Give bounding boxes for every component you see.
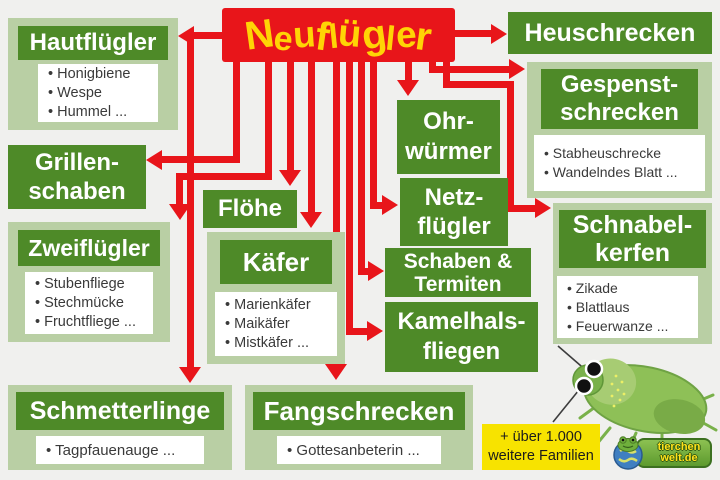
node-gespenstschrecken: Gespenst- schrecken Stabheuschrecke Wand… bbox=[527, 62, 712, 198]
arrowhead-schaben bbox=[368, 261, 384, 281]
arrowhead-zweifluegler bbox=[169, 204, 191, 220]
arrow-to-netzfluegler-h bbox=[377, 202, 384, 209]
node-heuschrecken: Heuschrecken bbox=[508, 12, 712, 54]
node-schmetterlinge-examples: Tagpfauenauge ... bbox=[36, 436, 204, 464]
node-hautfluegler-examples: Honigbiene Wespe Hummel ... bbox=[38, 64, 158, 122]
node-fangschrecken: Fangschrecken Gottesanbeterin ... bbox=[245, 385, 473, 470]
example-item: Stechmücke bbox=[35, 294, 153, 313]
node-schmetterlinge: Schmetterlinge Tagpfauenauge ... bbox=[8, 385, 232, 470]
arrow-to-zweifluegler-h bbox=[176, 173, 272, 180]
example-item: Wespe bbox=[48, 84, 158, 103]
note-line2: weitere Familien bbox=[488, 448, 594, 464]
arrow-to-schmetterlinge bbox=[187, 37, 194, 368]
title-letter: r bbox=[412, 14, 435, 60]
node-fangschrecken-label: Fangschrecken bbox=[253, 392, 465, 430]
arrowhead-kaefer bbox=[300, 212, 322, 228]
node-schmetterlinge-label: Schmetterlinge bbox=[16, 392, 224, 430]
arrow-to-gespenst-v bbox=[429, 60, 436, 70]
node-floehe: Flöhe bbox=[203, 190, 297, 228]
node-kaefer-label: Käfer bbox=[220, 240, 332, 284]
site-logo-plate: tierchen welt.de bbox=[636, 438, 712, 468]
arrow-to-floehe bbox=[287, 60, 294, 170]
arrowhead-floehe bbox=[279, 170, 301, 186]
example-item: Tagpfauenauge ... bbox=[46, 441, 204, 460]
example-item: Blattlaus bbox=[567, 298, 698, 317]
example-item: Maikäfer bbox=[225, 315, 337, 334]
arrow-to-schnabel-v1 bbox=[443, 60, 450, 85]
arrowhead-schmetterlinge bbox=[179, 367, 201, 383]
node-zweifluegler-label: Zweiflügler bbox=[18, 230, 160, 266]
node-gespenstschrecken-examples: Stabheuschrecke Wandelndes Blatt ... bbox=[534, 135, 705, 191]
node-schnabelkerfen: Schnabel- kerfen Zikade Blattlaus Feuerw… bbox=[553, 203, 712, 344]
arrow-to-zweifluegler-v1 bbox=[265, 60, 272, 180]
node-ohrwuermer: Ohr- würmer bbox=[397, 100, 500, 174]
example-item: Stabheuschrecke bbox=[544, 144, 705, 163]
arrow-to-gespenst-h bbox=[429, 66, 511, 73]
node-gespenstschrecken-label: Gespenst- schrecken bbox=[541, 69, 698, 129]
arrow-to-grillenschaben-h bbox=[162, 156, 240, 163]
node-schnabelkerfen-label: Schnabel- kerfen bbox=[559, 210, 706, 268]
site-logo: tierchen welt.de bbox=[610, 433, 714, 471]
arrowhead-gespenst bbox=[509, 59, 525, 79]
arrow-to-hautfluegler bbox=[194, 32, 227, 39]
node-hautfluegler-label: Hautflügler bbox=[18, 26, 168, 60]
arrowhead-heuschrecken bbox=[491, 24, 507, 44]
node-zweifluegler: Zweiflügler Stubenfliege Stechmücke Fruc… bbox=[8, 222, 170, 342]
arrowhead-grillenschaben bbox=[146, 150, 162, 170]
example-item: Stubenfliege bbox=[35, 275, 153, 294]
diagram-title-text: Neuflügler bbox=[242, 11, 435, 60]
arrowhead-schnabel bbox=[535, 198, 551, 218]
example-item: Mistkäfer ... bbox=[225, 334, 337, 353]
arrowhead-fangschrecken bbox=[325, 364, 347, 380]
arrow-to-kamelhals-h bbox=[353, 328, 369, 335]
diagram-title: Neuflügler bbox=[222, 8, 455, 62]
arrow-to-schnabel-v2 bbox=[507, 81, 514, 208]
insect-illustration bbox=[552, 345, 718, 449]
example-item: Marienkäfer bbox=[225, 296, 337, 315]
site-logo-line2: welt.de bbox=[660, 452, 698, 464]
frog-globe-icon bbox=[613, 436, 643, 470]
node-netzfluegler: Netz- flügler bbox=[400, 178, 508, 246]
arrowhead-kamelhals bbox=[367, 321, 383, 341]
note-more-families: + über 1.000 weitere Familien bbox=[482, 424, 600, 470]
arrow-to-kamelhals-v bbox=[346, 60, 353, 335]
node-hautfluegler: Hautflügler Honigbiene Wespe Hummel ... bbox=[8, 18, 178, 130]
node-schaben-termiten: Schaben & Termiten bbox=[385, 248, 531, 297]
arrowhead-ohrwuermer bbox=[397, 80, 419, 96]
arrow-to-heuschrecken bbox=[455, 30, 493, 37]
example-item: Gottesanbeterin ... bbox=[287, 441, 441, 460]
node-fangschrecken-examples: Gottesanbeterin ... bbox=[277, 436, 441, 464]
node-zweifluegler-examples: Stubenfliege Stechmücke Fruchtfliege ... bbox=[25, 272, 153, 334]
arrow-to-ohrwuermer bbox=[405, 60, 412, 80]
arrow-to-netzfluegler-v bbox=[370, 60, 377, 209]
example-item: Zikade bbox=[567, 279, 698, 298]
example-item: Feuerwanze ... bbox=[567, 317, 698, 336]
title-letter: e bbox=[272, 19, 295, 59]
arrow-to-schnabel-h2 bbox=[507, 205, 538, 212]
node-kaefer: Käfer Marienkäfer Maikäfer Mistkäfer ... bbox=[207, 232, 345, 364]
arrow-to-schaben-v bbox=[358, 60, 365, 275]
node-kamelhalsfliegen: Kamelhals- fliegen bbox=[385, 302, 538, 372]
arrow-to-grillenschaben-v bbox=[233, 60, 240, 163]
site-logo-line1: tierchen bbox=[657, 441, 701, 453]
example-item: Fruchtfliege ... bbox=[35, 313, 153, 332]
arrow-to-kaefer bbox=[308, 60, 315, 212]
example-item: Hummel ... bbox=[48, 103, 158, 122]
arrow-to-fangschrecken bbox=[333, 60, 340, 364]
node-kaefer-examples: Marienkäfer Maikäfer Mistkäfer ... bbox=[215, 292, 337, 356]
node-grillenschaben: Grillen- schaben bbox=[8, 145, 146, 209]
node-schnabelkerfen-examples: Zikade Blattlaus Feuerwanze ... bbox=[557, 276, 698, 338]
arrowhead-netzfluegler bbox=[382, 195, 398, 215]
note-line1: + über 1.000 bbox=[500, 429, 582, 445]
example-item: Honigbiene bbox=[48, 65, 158, 84]
arrow-to-zweifluegler-v2 bbox=[176, 180, 183, 204]
example-item: Wandelndes Blatt ... bbox=[544, 163, 705, 182]
arrow-to-schnabel-h1 bbox=[443, 81, 512, 88]
